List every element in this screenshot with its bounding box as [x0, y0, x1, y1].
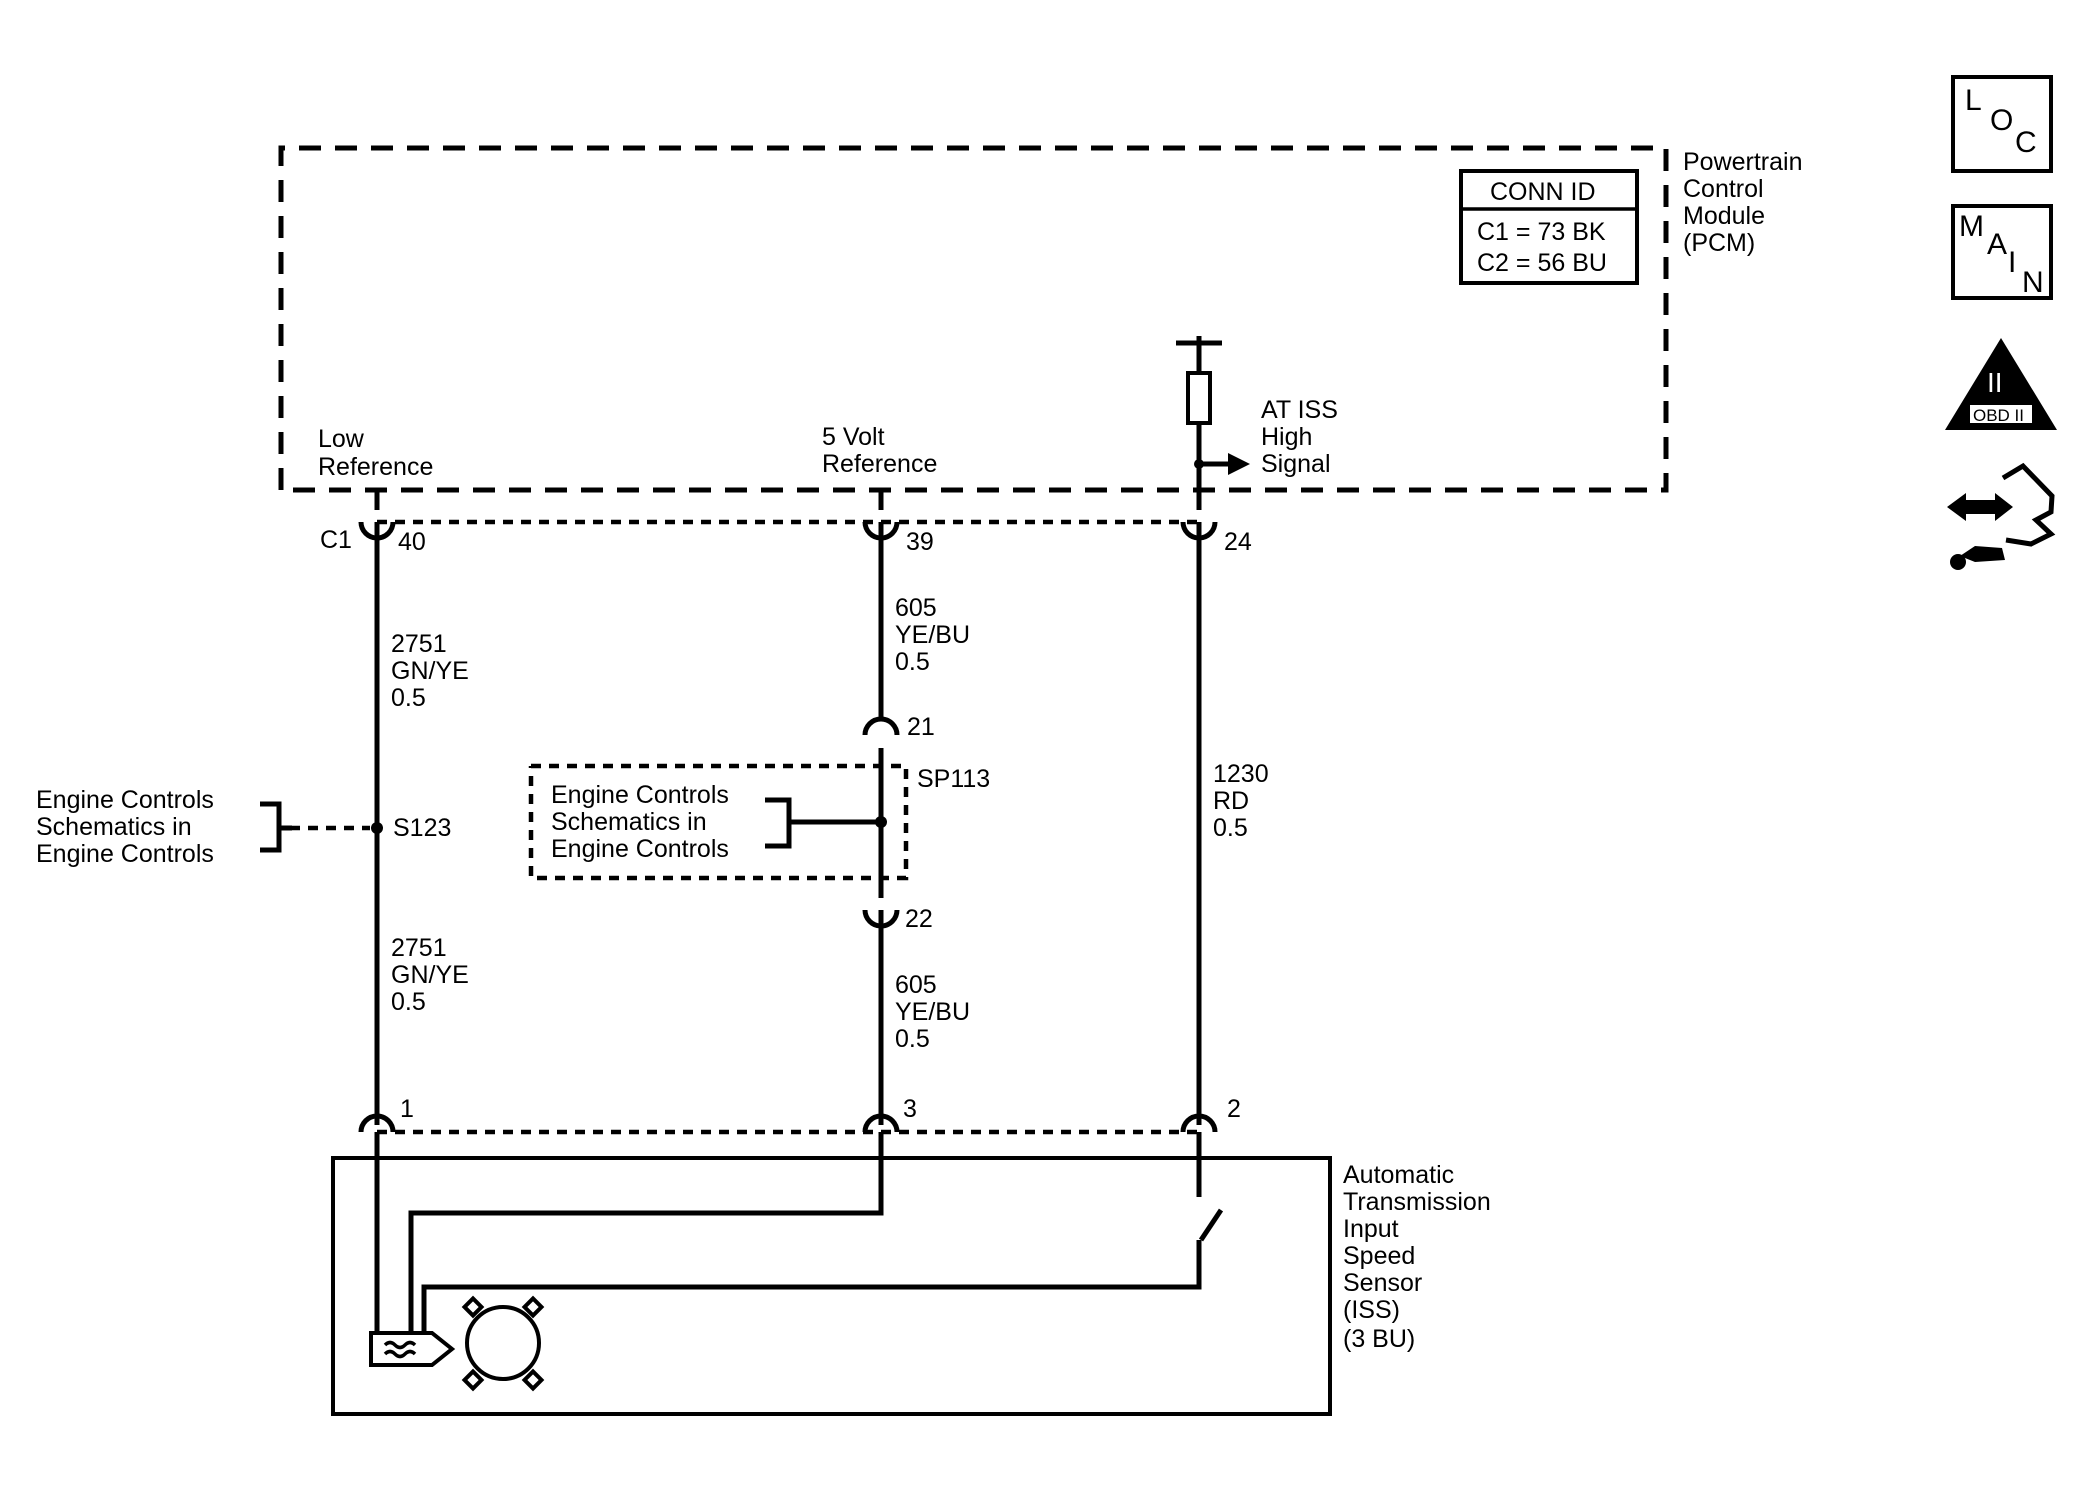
svg-text:II: II — [1987, 367, 2003, 398]
splice-s123-dot — [371, 822, 383, 834]
pin-1: 1 — [400, 1095, 414, 1123]
svg-text:C: C — [2015, 126, 2037, 159]
splice-sp113-label: SP113 — [917, 765, 990, 793]
five-volt-reference-label: 5 Volt Reference — [822, 423, 937, 478]
tone-wheel — [461, 1295, 545, 1392]
pull-up-resistor — [1176, 336, 1250, 492]
main-icon[interactable]: M A I N — [1951, 204, 2053, 300]
conn-id-row-c2: C2 = 56 BU — [1477, 249, 1607, 277]
signal-circuit: 1230 RD 0.5 — [1196, 522, 1276, 1125]
wire-2751-upper: 2751 GN/YE 0.5 — [391, 630, 476, 712]
wire-605-upper: 605 YE/BU 0.5 — [895, 594, 977, 676]
connector-c1-label: C1 — [320, 526, 352, 554]
pin-21: 21 — [907, 713, 935, 741]
svg-text:I: I — [2008, 246, 2016, 279]
svg-text:OBD II: OBD II — [1973, 406, 2024, 425]
diagnostic-tool-icon[interactable] — [1947, 462, 2056, 570]
pcm-connector-c1: C1 40 39 24 — [320, 490, 1252, 556]
low-reference-label: Low Reference — [318, 425, 433, 481]
conn-id-table: CONN ID C1 = 73 BK C2 = 56 BU — [1459, 169, 1639, 285]
wire-1230: 1230 RD 0.5 — [1213, 760, 1276, 842]
left-schematic-reference: Engine Controls Schematics in Engine Con… — [36, 786, 221, 868]
sp113-schematic-reference: Engine Controls Schematics in Engine Con… — [551, 781, 736, 863]
low-reference-circuit: 2751 GN/YE 0.5 S123 Engine Controls Sche… — [36, 522, 476, 1125]
svg-text:L: L — [1965, 84, 1982, 117]
pcm-name: Powertrain Control Module (PCM) — [1683, 148, 1809, 257]
obd-ii-icon[interactable]: II OBD II — [1945, 338, 2057, 430]
pin-3: 3 — [903, 1095, 917, 1123]
five-volt-reference-circuit: 605 YE/BU 0.5 21 22 SP113 Engine Control… — [528, 522, 990, 1125]
svg-text:M: M — [1959, 210, 1984, 243]
conn-id-title: CONN ID — [1490, 178, 1596, 206]
conn-id-row-c1: C1 = 73 BK — [1477, 218, 1606, 246]
sensor-element — [369, 1331, 456, 1367]
svg-text:O: O — [1990, 104, 2013, 137]
wire-2751-lower: 2751 GN/YE 0.5 — [391, 934, 476, 1016]
sensor-name: Automatic Transmission Input Speed Senso… — [1343, 1161, 1498, 1353]
svg-text:N: N — [2022, 266, 2044, 299]
pin-40: 40 — [398, 528, 426, 556]
loc-icon[interactable]: L O C — [1951, 75, 2053, 173]
pcm-module: Powertrain Control Module (PCM) CONN ID … — [278, 145, 1809, 493]
wire-605-lower: 605 YE/BU 0.5 — [895, 971, 977, 1053]
pin-39: 39 — [906, 528, 934, 556]
signal-label: AT ISS High Signal — [1261, 396, 1345, 478]
splice-s123-label: S123 — [393, 814, 451, 842]
pin-2: 2 — [1227, 1095, 1241, 1123]
sensor-connector: 1 3 2 — [358, 1095, 1241, 1158]
input-speed-sensor: Automatic Transmission Input Speed Senso… — [331, 1156, 1498, 1416]
pin-22: 22 — [905, 905, 933, 933]
svg-text:A: A — [1987, 228, 2007, 261]
pin-24: 24 — [1224, 528, 1252, 556]
